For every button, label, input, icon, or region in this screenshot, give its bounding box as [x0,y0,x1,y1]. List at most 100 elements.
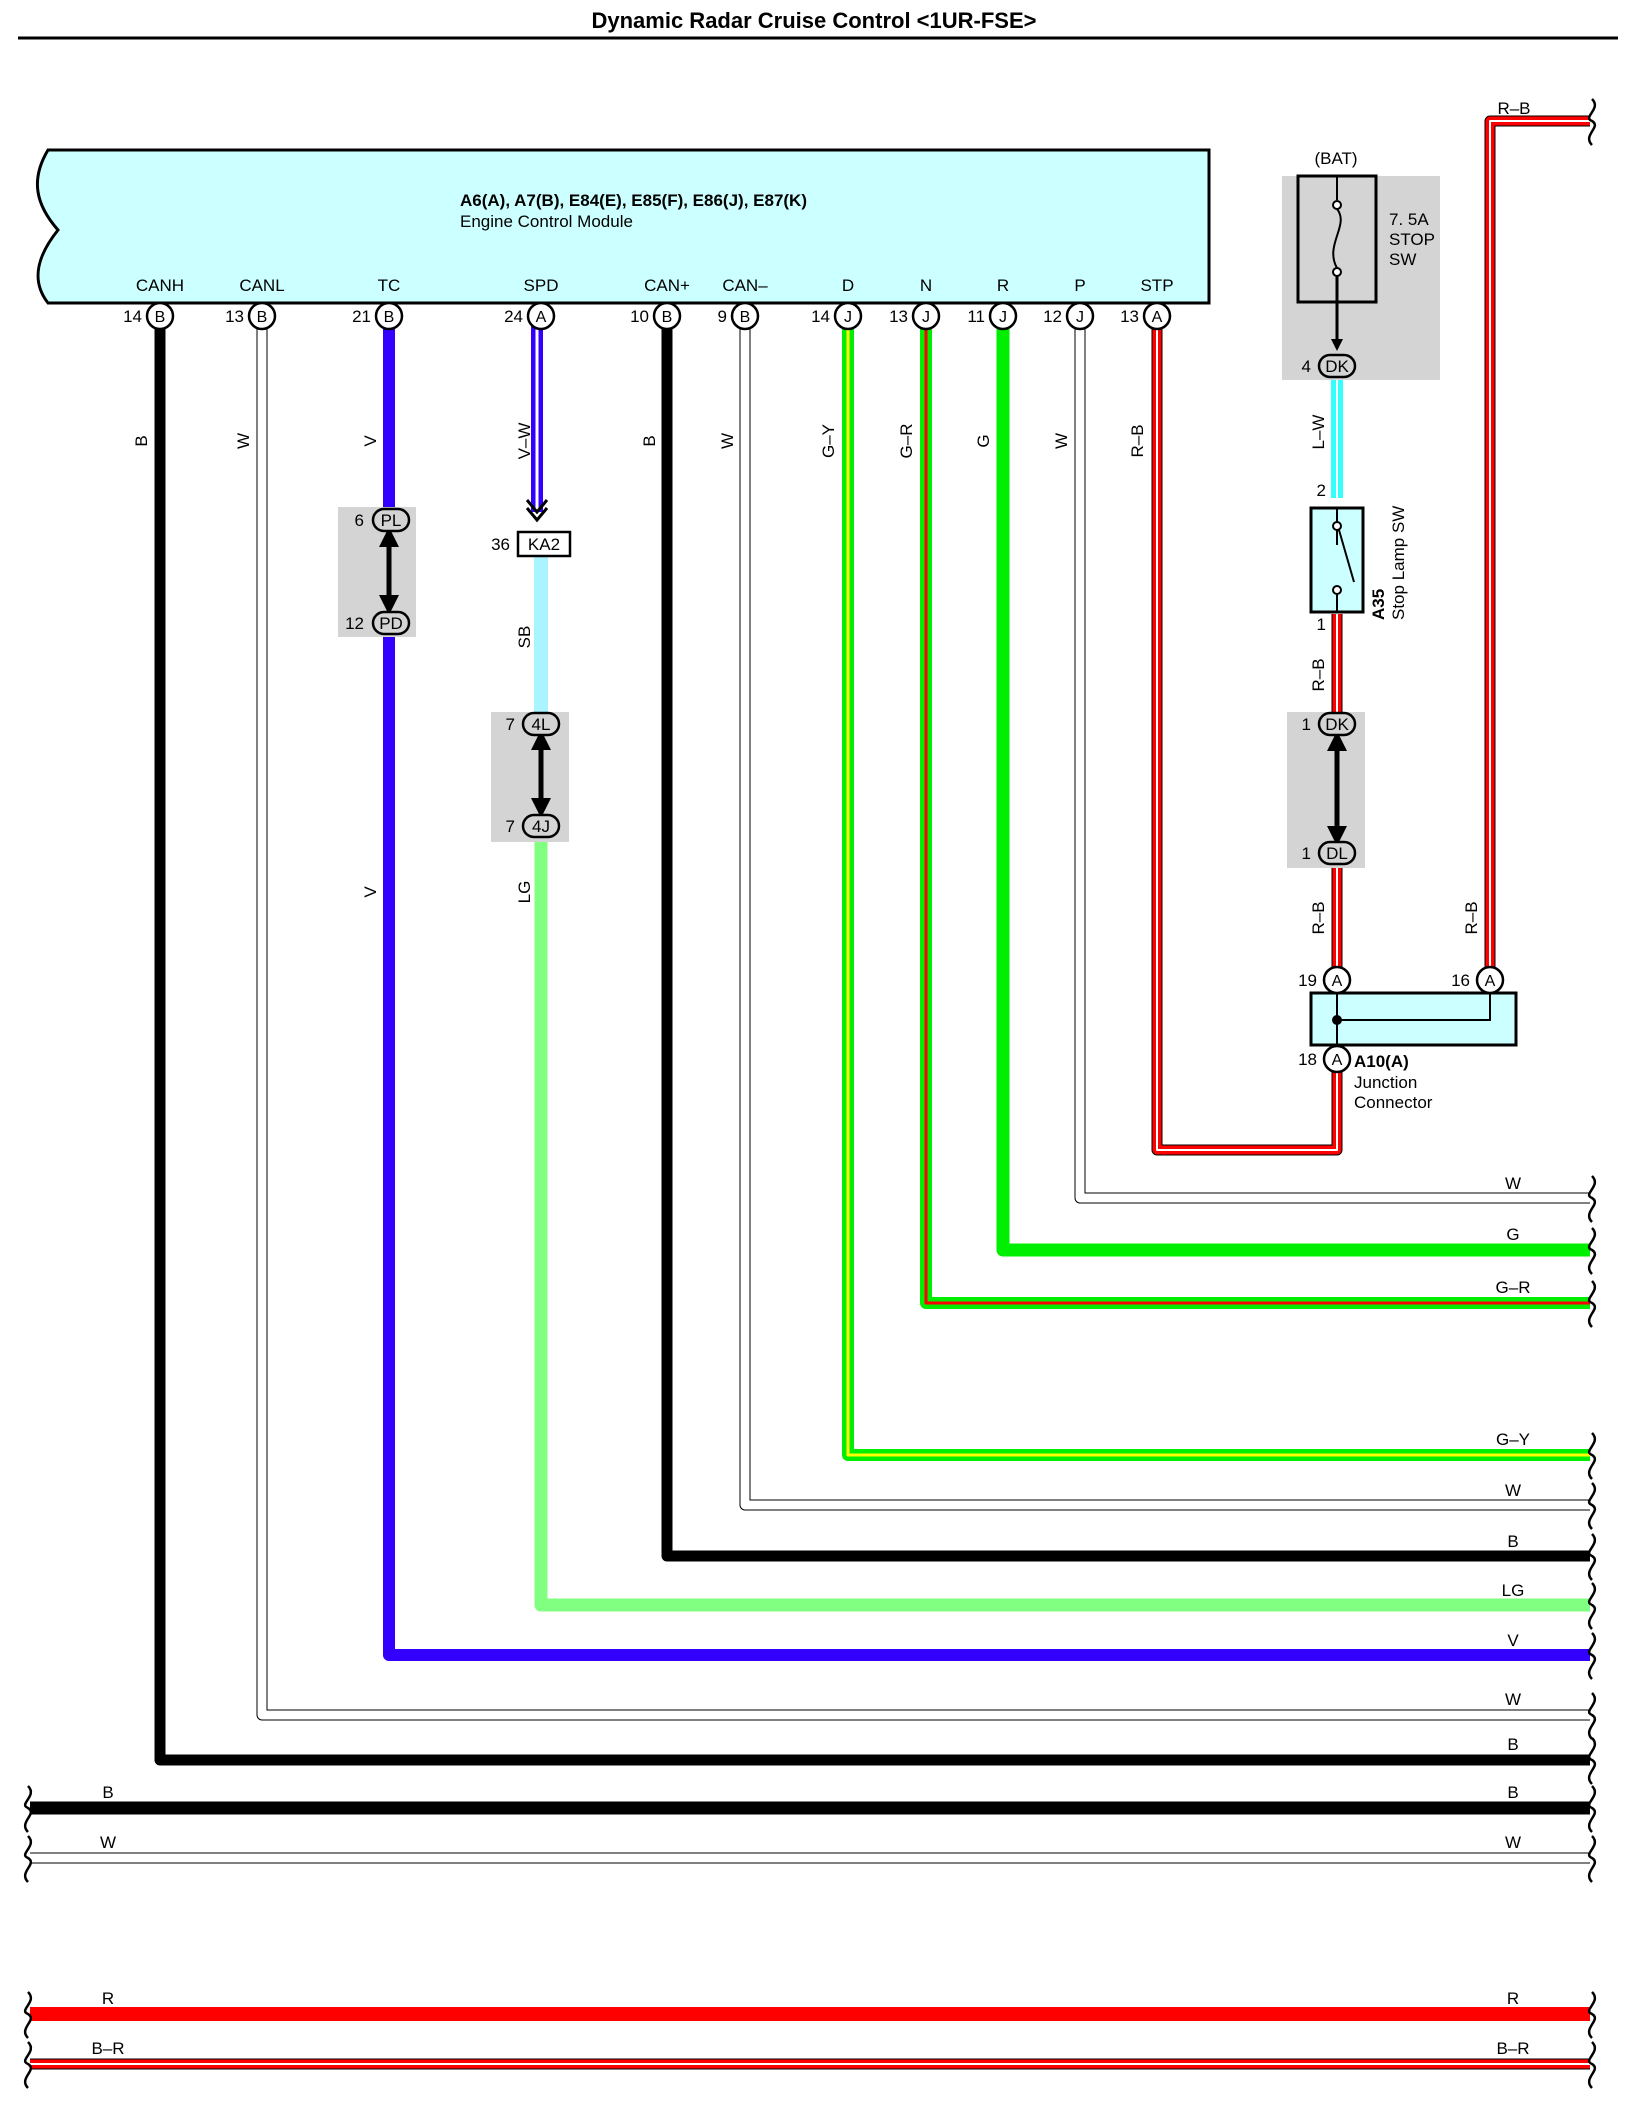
label-p: W [1052,433,1071,449]
ecm-pin-label: CANH [136,276,184,295]
ecm-pin-conn: J [1076,309,1084,326]
ecm-pin-num: 13 [225,307,244,326]
break-mark [1587,1533,1597,1581]
pl-code: PL [381,511,402,530]
bottom-wire-right-label: W [1505,1833,1521,1852]
wire-right-feed [1484,115,1590,970]
label-fuse-out: L–W [1309,415,1328,450]
ecm-pin-label: P [1074,276,1085,295]
junction-connector: A 19 A 16 A 18 A10(A) Junction Connector [1298,965,1518,1112]
ecm-pin-label: TC [378,276,401,295]
bottom-wire-left-label: B–R [91,2039,124,2058]
label-canh: B [132,435,151,446]
right-edge-label: W [1505,1481,1521,1500]
wire-break-marks [23,98,1597,2089]
right-edge-label: B [1507,1532,1518,1551]
break-mark [1587,1432,1597,1480]
dl-code: DL [1326,844,1348,863]
right-edge-label: W [1505,1690,1521,1709]
break-mark [1587,1737,1597,1785]
ecm-pin: CAN+B10 [630,276,690,331]
label-d: G–Y [819,424,838,458]
top-right-label: R–B [1497,99,1530,118]
ecm-pin: NJ 13 [889,276,941,331]
ecm-pin-num: 14 [123,307,142,326]
ecm-pin-circle [988,301,1018,331]
ecm-pin-conn: B [662,309,673,326]
ecm-pin-conn: B [257,309,268,326]
break-mark [1587,98,1597,146]
break-mark [1587,1175,1597,1223]
label-spd-sb: SB [515,626,534,649]
jc-pin16-conn: A [1485,973,1496,990]
label-canl: W [234,433,253,449]
label-right-feed: R–B [1462,901,1481,934]
label-stp: R–B [1128,424,1147,457]
right-edge-label: V [1507,1631,1519,1650]
ecm-pin: CANH B 14 [123,276,184,331]
bottom-wire-left-label: W [100,1833,116,1852]
ecm-pin: PJ 12 [1043,276,1095,331]
4j-code: 4J [532,817,550,836]
ecm-pin-conn: J [999,309,1007,326]
break-mark [1587,1482,1597,1530]
fuse-name1: STOP [1389,230,1435,249]
ka2-code: KA2 [528,535,560,554]
ecm-pin-circle [833,301,863,331]
ecm-pin-label: SPD [524,276,559,295]
label-dl-out: R–B [1309,901,1328,934]
ecm-pin: CAN– B9 [718,276,768,331]
ecm-pin-circle [911,301,941,331]
ecm-connectors: A6(A), A7(B), E84(E), E85(F), E86(J), E8… [460,191,807,210]
engine-control-module: A6(A), A7(B), E84(E), E85(F), E86(J), E8… [35,148,1211,305]
ecm-pin-conn: A [1152,309,1163,326]
break-mark [1587,1785,1597,1833]
label-sw-out: R–B [1309,658,1328,691]
ecm-pin-conn: B [740,309,751,326]
right-edge-label: W [1505,1174,1521,1193]
jc-pin19-conn: A [1332,973,1343,990]
ecm-pin-conn: J [922,309,930,326]
break-mark [1587,1692,1597,1740]
ecm-pin-conn: B [155,309,166,326]
jc-name1: Junction [1354,1073,1417,1092]
wire-spd-lg [534,840,1590,1612]
wire-can-minus [739,318,1590,1511]
ecm-pin-conn: A [536,309,547,326]
bottom-wire-left-label: B [102,1783,113,1802]
ecm-pin-num: 12 [1043,307,1062,326]
ka2-num: 36 [491,535,510,554]
break-mark [1587,1835,1597,1883]
ecm-pin-label: N [920,276,932,295]
ecm-pin-num: 13 [889,307,908,326]
dk-mid-num: 1 [1302,715,1311,734]
ecm-pin-label: D [842,276,854,295]
break-mark [1587,1582,1597,1630]
bottom-wire-right-label: R [1507,1989,1519,2008]
fuse-source: (BAT) [1314,149,1357,168]
break-mark [23,1835,33,1883]
ecm-pin-num: 21 [352,307,371,326]
wire-p [1074,318,1590,1204]
wire-tc [383,318,1590,1661]
label-tc-lower: V [361,886,380,898]
4l-code: 4L [532,715,551,734]
label-spd: V–W [515,423,534,460]
ecm-pin-num: 13 [1120,307,1139,326]
ecm-pin-label: CAN– [722,276,768,295]
wire-n [920,318,1590,1309]
ecm-pin-num: 9 [718,307,727,326]
label-tc: V [361,435,380,447]
wire-stp [1151,318,1343,1156]
break-mark [1587,1632,1597,1680]
sw-pin-top: 2 [1317,481,1326,500]
ecm-pin-num: 11 [967,307,985,326]
stop-lamp-switch: 2 1 A35 Stop Lamp SW [1309,481,1408,634]
